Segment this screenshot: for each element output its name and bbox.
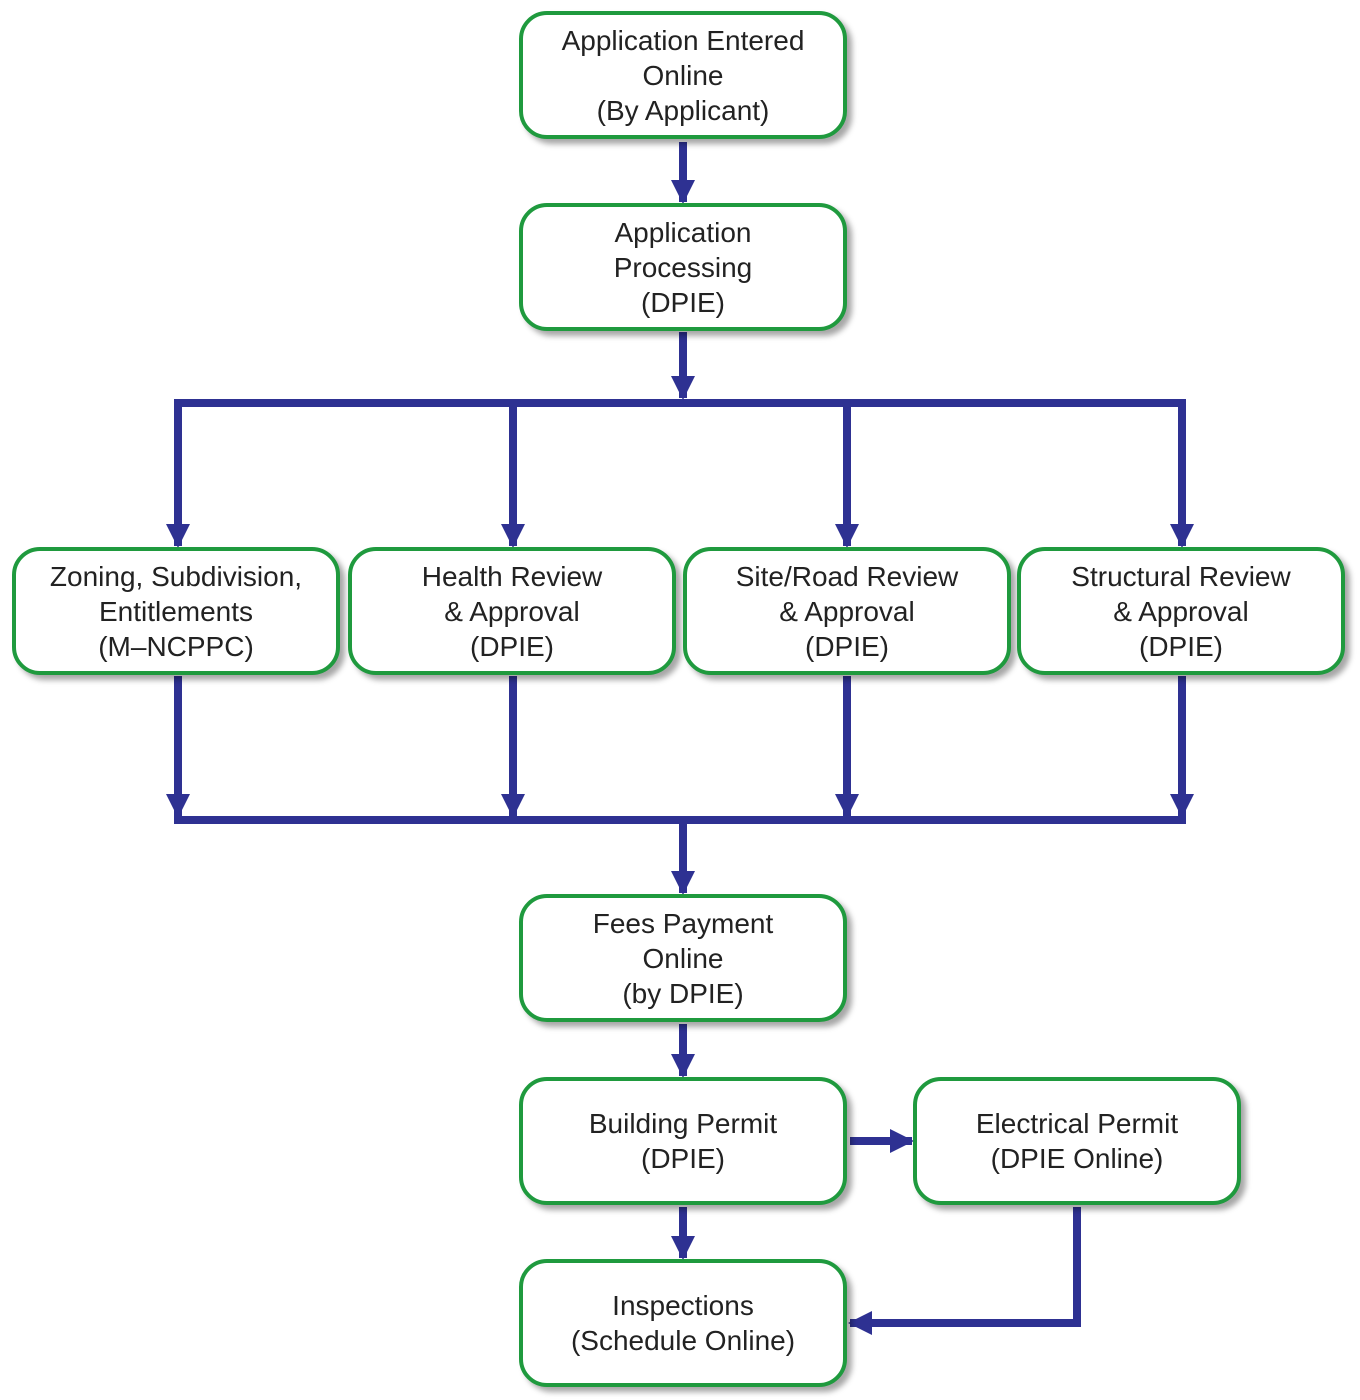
node-label-line: Application [614, 216, 752, 248]
node-site-road-review: Site/Road Review& Approval(DPIE) [683, 547, 1011, 675]
node-label-line: Zoning, Subdivision, [49, 560, 303, 592]
node-label-line: (Schedule Online) [570, 1325, 796, 1356]
node-electrical-permit: Electrical Permit (DPIE Online) [913, 1077, 1241, 1205]
node-label-line: Inspections [612, 1290, 754, 1321]
node-building-permit: Building Permit (DPIE) [519, 1077, 847, 1205]
node-label-line: Electrical Permit [975, 1108, 1179, 1139]
node-label-line: & Approval [1113, 595, 1249, 627]
node-label-line: Online [642, 942, 724, 974]
node-label-line: & Approval [444, 595, 580, 627]
node-label-line: (DPIE) [470, 630, 554, 662]
node-label-line: Online [642, 59, 724, 91]
node-zoning: Zoning, Subdivision,Entitlements(M–NCPPC… [12, 547, 340, 675]
node-label-line: (by DPIE) [622, 977, 744, 1009]
node-label-line: Application Entered [561, 24, 805, 56]
node-label-line: & Approval [779, 595, 915, 627]
node-label-line: (DPIE) [1139, 630, 1223, 662]
node-label-line: Building Permit [588, 1108, 778, 1139]
node-health-review: Health Review& Approval(DPIE) [348, 547, 676, 675]
node-label-line: (DPIE) [641, 286, 725, 318]
node-label-line: Health Review [421, 560, 603, 592]
node-label-line: Structural Review [1071, 560, 1291, 592]
node-structural-review: Structural Review& Approval(DPIE) [1017, 547, 1345, 675]
node-label-line: (DPIE) [805, 630, 889, 662]
node-label-line: Fees Payment [592, 907, 774, 939]
node-label-line: (DPIE) [641, 1143, 725, 1174]
arrow-electrical-to-inspections [848, 1207, 1081, 1335]
node-inspections: Inspections (Schedule Online) [519, 1259, 847, 1387]
node-label-line: (M–NCPPC) [98, 630, 254, 662]
node-label-line: Processing [613, 251, 753, 283]
node-label-line: (DPIE Online) [990, 1143, 1164, 1174]
node-label-line: Entitlements [98, 595, 254, 627]
node-label-line: (By Applicant) [596, 94, 770, 126]
node-label-line: Site/Road Review [735, 560, 959, 592]
